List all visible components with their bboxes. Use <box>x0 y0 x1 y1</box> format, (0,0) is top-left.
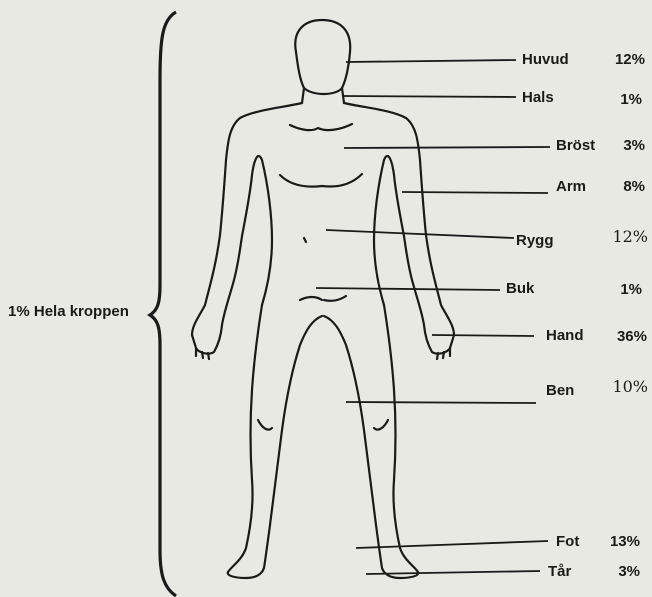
leader-lines <box>316 60 550 574</box>
label-arm: Arm <box>556 178 586 196</box>
leader-hals <box>344 96 516 97</box>
leader-fot <box>356 541 548 548</box>
percent-hals: 1% <box>592 91 642 109</box>
label-hals: Hals <box>522 89 554 107</box>
percent-huvud: 12% <box>595 51 645 69</box>
label-huvud: Huvud <box>522 51 569 69</box>
leader-arm <box>402 192 548 193</box>
whole-body-percent: 1% <box>8 303 30 320</box>
leader-ben <box>346 402 536 403</box>
percent-arm: 8% <box>595 178 645 196</box>
percent-fot: 13% <box>590 533 640 551</box>
label-buk: Buk <box>506 280 534 298</box>
leader-rygg <box>326 230 514 238</box>
percent-brost: 3% <box>595 137 645 155</box>
human-figure <box>192 20 454 578</box>
leader-tar <box>366 571 540 574</box>
percent-tar: 3% <box>590 563 640 581</box>
label-ben: Ben <box>546 382 574 400</box>
label-brost: Bröst <box>556 137 595 155</box>
label-rygg: Rygg <box>516 232 554 250</box>
leader-huvud <box>346 60 516 62</box>
percent-rygg: 12% <box>598 228 648 246</box>
leader-brost <box>344 147 550 148</box>
percent-hand: 36% <box>597 328 647 346</box>
whole-body-brace <box>150 12 176 596</box>
percent-ben: 10% <box>598 378 648 396</box>
leader-buk <box>316 288 500 290</box>
leader-hand <box>432 335 534 336</box>
label-fot: Fot <box>556 533 579 551</box>
whole-body-label: 1% Hela kroppen <box>8 303 129 320</box>
whole-body-text: Hela kroppen <box>34 303 129 320</box>
percent-buk: 1% <box>592 281 642 299</box>
label-hand: Hand <box>546 327 584 345</box>
label-tar: Tår <box>548 563 571 581</box>
